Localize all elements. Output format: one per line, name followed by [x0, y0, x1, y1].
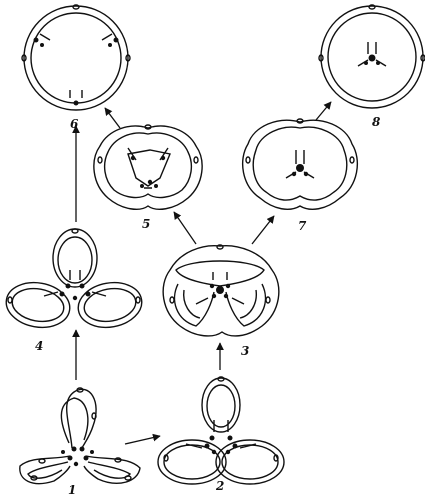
arrow-7-to-8	[316, 102, 331, 120]
stage-label-7: 7	[298, 219, 307, 233]
arrow-1-to-2	[125, 436, 160, 444]
arrow-5-to-6	[105, 108, 120, 128]
arrow-3-to-7	[252, 216, 274, 244]
stage-4-flower	[3, 229, 146, 332]
stage-label-3: 3	[241, 344, 249, 358]
arrow-3-to-5	[174, 212, 196, 244]
stage-2-flower	[158, 377, 284, 484]
stage-1-flower	[20, 388, 140, 484]
stage-7-flower	[243, 119, 358, 209]
stage-label-8: 8	[372, 115, 381, 129]
stage-5-flower	[94, 125, 202, 209]
stage-label-1: 1	[68, 483, 76, 495]
stage-label-2: 2	[215, 479, 224, 493]
stage-8-flower	[319, 5, 425, 108]
stage-label-4: 4	[35, 339, 43, 353]
stage-3-flower	[163, 245, 279, 336]
stage-6-flower	[22, 5, 130, 110]
stage-label-6: 6	[70, 117, 79, 131]
stage-label-5: 5	[142, 217, 150, 231]
